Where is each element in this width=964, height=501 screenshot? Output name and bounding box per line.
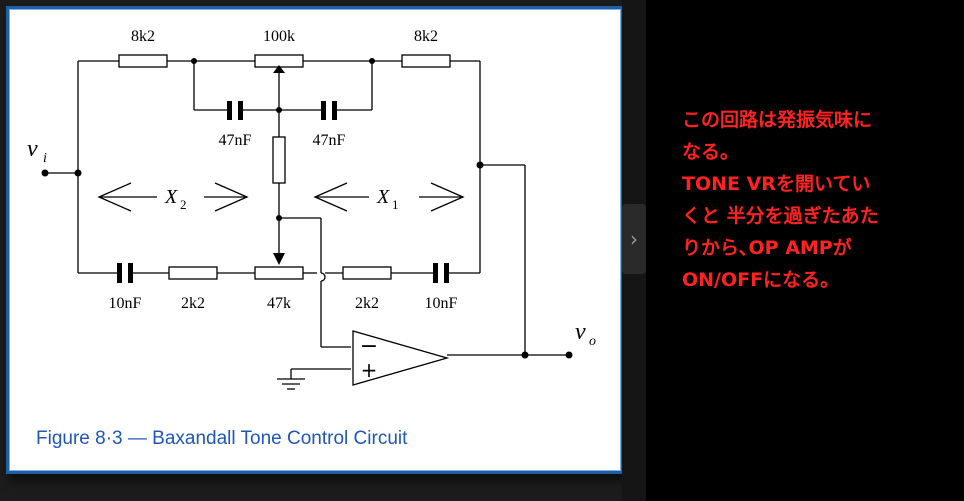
resistor-top-right [401,54,451,68]
label-c-top-left: 47nF [219,132,252,149]
label-vi: v [27,136,38,162]
label-vi-subscript: i [43,151,47,166]
junction-dot [276,215,282,221]
arrow-x2-right-head [214,182,249,212]
figure-caption: Figure 8·3 — Baxandall Tone Control Circ… [36,428,408,449]
junction-dot [191,58,197,64]
circuit-diagram: 8k2 100k 8k2 47nF 47nF 10nF 2k2 47k 2k2 … [27,28,596,390]
label-vo-subscript: o [589,334,596,349]
terminal-vi [41,169,49,177]
circuit-wires [45,54,569,390]
resistor-middle [272,136,286,184]
label-x2: X [164,186,178,208]
junction-dot [369,58,375,64]
label-pot-top: 100k [263,28,295,45]
label-pot-bottom: 47k [267,295,291,312]
junction-dot [521,351,529,359]
label-c-bottom-right: 10nF [425,295,458,312]
next-slide-button[interactable]: › [622,204,646,274]
junction-dot [476,161,484,169]
chevron-right-icon: › [630,227,638,251]
note-panel [646,0,964,501]
arrow-x2-left-head [97,182,132,212]
capacitors [41,58,573,359]
capacitor-top-left-plate [238,101,243,120]
circuit-labels: 8k2 100k 8k2 47nF 47nF 10nF 2k2 47k 2k2 … [27,28,596,382]
capacitor-top-right-plate [332,101,337,120]
resistor-top-left [118,54,168,68]
note-line: この回路は発振気味に [682,109,873,131]
junction-dot [74,169,82,177]
label-x1: X [376,186,390,208]
opamp-minus-sign: − [360,334,378,359]
arrow-x1-left-head [313,182,348,212]
note-text: この回路は発振気味に なる。 TONE VRを開いてい くと 半分を過ぎたあた … [682,104,964,296]
arrow-x1-right-head [430,182,465,212]
label-c-top-right: 47nF [313,132,346,149]
opamp-plus-sign: + [361,358,378,382]
wire-crossover [320,272,326,282]
note-line: りから､OP AMPが [682,237,852,259]
label-vo: v [575,319,586,345]
terminal-vo [565,351,573,359]
label-r-bottom-left: 2k2 [181,295,205,312]
capacitor-top-left-plate [227,101,232,120]
resistor-bottom-right [342,266,392,280]
label-r-top-left: 8k2 [131,28,155,45]
wiper-arrow-bottom [273,253,285,265]
note-line: くと 半分を過ぎたあた [682,205,879,227]
junction-dot [276,107,282,113]
wiper-arrow-top [273,65,285,73]
capacitor-bottom-right-plate [433,263,438,283]
figure-inner-border [9,9,621,471]
opamp-triangle [352,330,450,386]
label-r-bottom-right: 2k2 [355,295,379,312]
capacitor-bottom-left-plate [128,263,133,283]
resistor-bottom-left [168,266,218,280]
note-line: ON/OFFになる。 [682,269,840,291]
figure-frame: 8k2 100k 8k2 47nF 47nF 10nF 2k2 47k 2k2 … [6,6,624,474]
capacitor-bottom-left-plate [117,263,122,283]
label-c-bottom-left: 10nF [109,295,142,312]
label-r-top-right: 8k2 [414,28,438,45]
capacitor-top-right-plate [321,101,326,120]
note-line: なる。 [682,141,740,163]
capacitor-bottom-right-plate [444,263,449,283]
potentiometer-bottom [254,266,304,280]
label-x2-subscript: 2 [180,197,187,212]
note-line: TONE VRを開いてい [682,173,871,195]
label-x1-subscript: 1 [392,197,399,212]
